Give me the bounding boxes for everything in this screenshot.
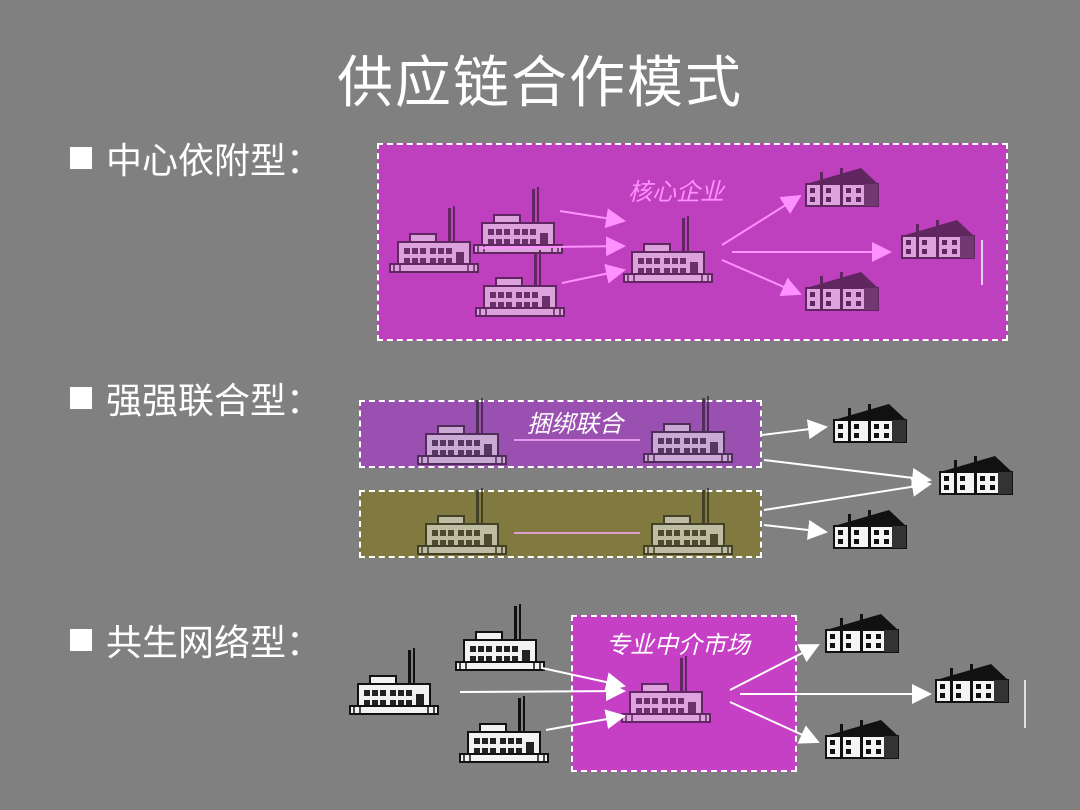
supplier-factory-icon	[459, 695, 549, 763]
core-factory-icon	[623, 215, 713, 283]
supplier-factory-icon	[389, 205, 479, 273]
retailer-warehouse-icon	[939, 455, 1013, 495]
bundled-alliance-label: 捆绑联合	[527, 410, 623, 438]
bullet-square-icon	[70, 387, 92, 409]
bullet-center-dependent: 中心依附型：	[70, 132, 322, 184]
alliance-factory-icon	[643, 395, 733, 463]
bullet-strong-alliance: 强强联合型：	[70, 372, 322, 424]
supplier-factory-icon	[475, 249, 565, 317]
bullet-symbiotic-network: 共生网络型：	[70, 614, 322, 666]
bullet-label: 中心依附型：	[106, 141, 323, 182]
intermediary-market-label: 专业中介市场	[606, 631, 750, 659]
bullet-label: 共生网络型：	[106, 623, 323, 664]
retailer-warehouse-icon	[825, 613, 899, 653]
retailer-warehouse-icon	[901, 219, 975, 259]
supplier-factory-icon	[349, 647, 439, 715]
page-title: 供应链合作模式	[337, 51, 743, 116]
bullet-square-icon	[70, 629, 92, 651]
retailer-warehouse-icon	[935, 663, 1009, 703]
retailer-warehouse-icon	[833, 509, 907, 549]
alliance-factory-icon	[417, 397, 507, 465]
bullet-label: 强强联合型：	[106, 381, 323, 422]
supplier-factory-icon	[473, 186, 563, 254]
section1-diagram	[389, 167, 983, 317]
core-enterprise-label: 核心企业	[628, 178, 724, 206]
intermediary-factory-icon	[621, 655, 711, 723]
retailer-warehouse-icon	[805, 271, 879, 311]
alliance-factory-icon	[417, 487, 507, 555]
retailer-warehouse-icon	[833, 403, 907, 443]
section2-diagram	[417, 395, 1013, 555]
retailer-warehouse-icon	[805, 167, 879, 207]
section3-diagram	[349, 603, 1026, 763]
bullet-square-icon	[70, 147, 92, 169]
alliance-factory-icon	[643, 487, 733, 555]
supplier-factory-icon	[455, 603, 545, 671]
retailer-warehouse-icon	[825, 719, 899, 759]
